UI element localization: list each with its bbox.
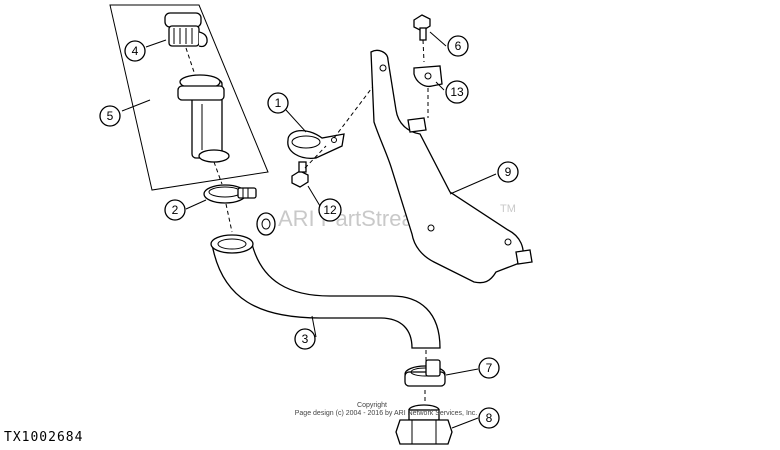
copyright-line-2: Page design (c) 2004 - 2016 by ARI Netwo… <box>295 410 478 417</box>
leader-12-clip <box>304 145 327 169</box>
callout-9[interactable]: 9 <box>497 161 519 183</box>
figure-id: TX1002684 <box>4 430 83 445</box>
svg-text:2: 2 <box>172 203 179 217</box>
leader-clamp-hose <box>225 203 233 233</box>
copyright-line-1: Copyright <box>357 402 387 409</box>
callout-6[interactable]: 6 <box>447 35 469 57</box>
svg-text:5: 5 <box>107 109 114 123</box>
callout-4[interactable]: 4 <box>124 40 146 62</box>
part-9-bracket <box>370 49 533 284</box>
svg-text:1: 1 <box>275 96 282 110</box>
svg-text:7: 7 <box>486 361 493 375</box>
svg-text:12: 12 <box>323 203 337 217</box>
callout-7[interactable]: 7 <box>478 357 500 379</box>
callout-12[interactable]: 12 <box>318 198 342 222</box>
svg-text:13: 13 <box>450 85 464 99</box>
callout-leaders <box>121 31 497 429</box>
grommet <box>256 212 276 236</box>
svg-text:3: 3 <box>302 332 309 346</box>
svg-text:8: 8 <box>486 411 493 425</box>
svg-text:9: 9 <box>505 165 512 179</box>
part-6-bolt <box>413 14 431 41</box>
inset-box <box>109 4 269 191</box>
svg-text:4: 4 <box>132 44 139 58</box>
leader-4-tube <box>185 47 197 79</box>
part-4-cap <box>164 12 208 48</box>
part-3-hose <box>210 234 441 349</box>
part-1-clip <box>287 130 345 159</box>
callout-8[interactable]: 8 <box>478 407 500 429</box>
svg-text:6: 6 <box>455 39 462 53</box>
callout-13[interactable]: 13 <box>445 80 469 104</box>
leader-tube-clamp <box>213 161 223 185</box>
leader-6-13 <box>422 39 425 63</box>
callout-2[interactable]: 2 <box>164 199 186 221</box>
part-8-fitting <box>395 404 453 445</box>
callout-5[interactable]: 5 <box>99 105 121 127</box>
part-12-bolt <box>291 161 309 188</box>
part-2-clamp <box>203 184 257 204</box>
part-7-clamp <box>404 359 446 387</box>
callout-1[interactable]: 1 <box>267 92 289 114</box>
callout-3[interactable]: 3 <box>294 328 316 350</box>
watermark-tm: TM <box>500 203 516 215</box>
part-5-filler-tube <box>177 74 230 163</box>
